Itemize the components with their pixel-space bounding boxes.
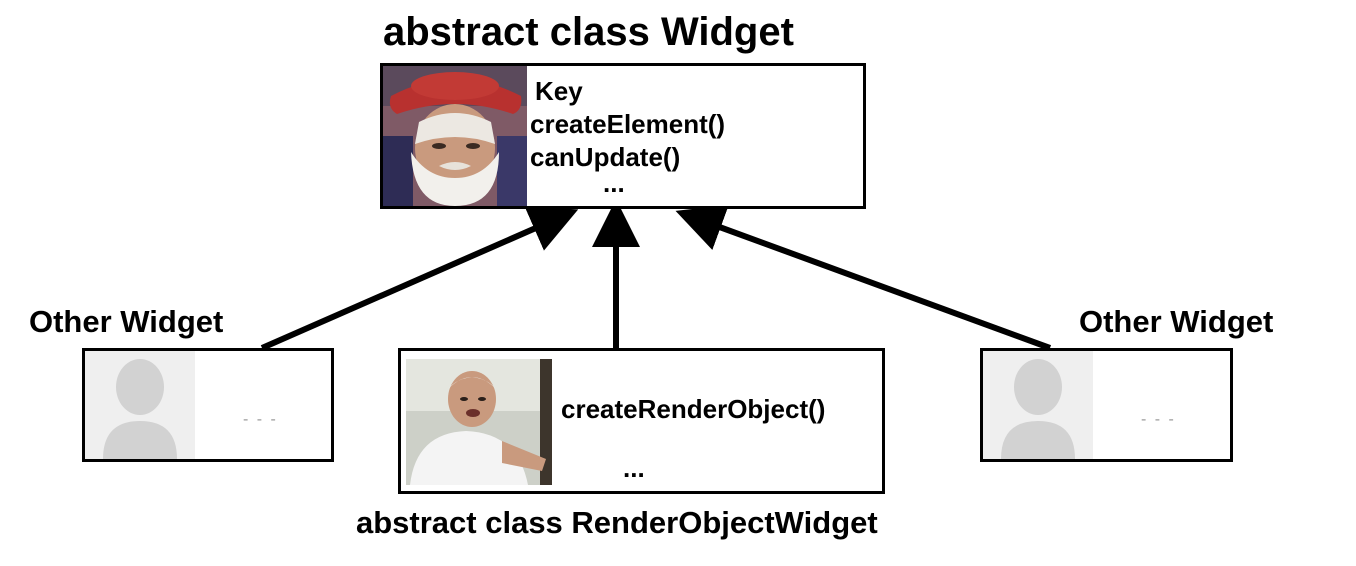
widget-title: abstract class Widget xyxy=(383,10,794,54)
widget-portrait xyxy=(383,66,527,206)
widget-member-can-update: canUpdate() xyxy=(530,142,681,172)
person-silhouette-icon xyxy=(1001,359,1075,459)
other-widget-left-avatar xyxy=(85,351,195,459)
render-object-widget-title: abstract class RenderObjectWidget xyxy=(356,505,878,540)
other-widget-right-avatar xyxy=(983,351,1093,459)
render-object-widget-member-create-render-object: createRenderObject() xyxy=(561,394,826,424)
widget-ellipsis: ... xyxy=(603,168,625,198)
other-widget-left-ellipsis: - - - xyxy=(243,411,278,428)
render-object-widget-ellipsis: ... xyxy=(623,453,645,483)
other-widget-left-title: Other Widget xyxy=(29,304,224,339)
other-widget-left-box: - - - xyxy=(82,348,334,462)
arrow-left-to-widget xyxy=(260,206,579,351)
render-object-widget-box: createRenderObject() ... xyxy=(398,348,885,494)
other-widget-right-title: Other Widget xyxy=(1079,304,1274,339)
person-silhouette-icon xyxy=(103,359,177,459)
other-widget-right-box: - - - xyxy=(980,348,1233,462)
widget-member-key: Key xyxy=(535,76,583,106)
other-widget-right-ellipsis: - - - xyxy=(1141,411,1176,428)
widget-box: Key createElement() canUpdate() ... xyxy=(380,63,866,209)
arrow-right-to-widget xyxy=(675,204,1052,351)
widget-member-create-element: createElement() xyxy=(530,109,726,139)
render-object-widget-portrait xyxy=(406,359,552,485)
